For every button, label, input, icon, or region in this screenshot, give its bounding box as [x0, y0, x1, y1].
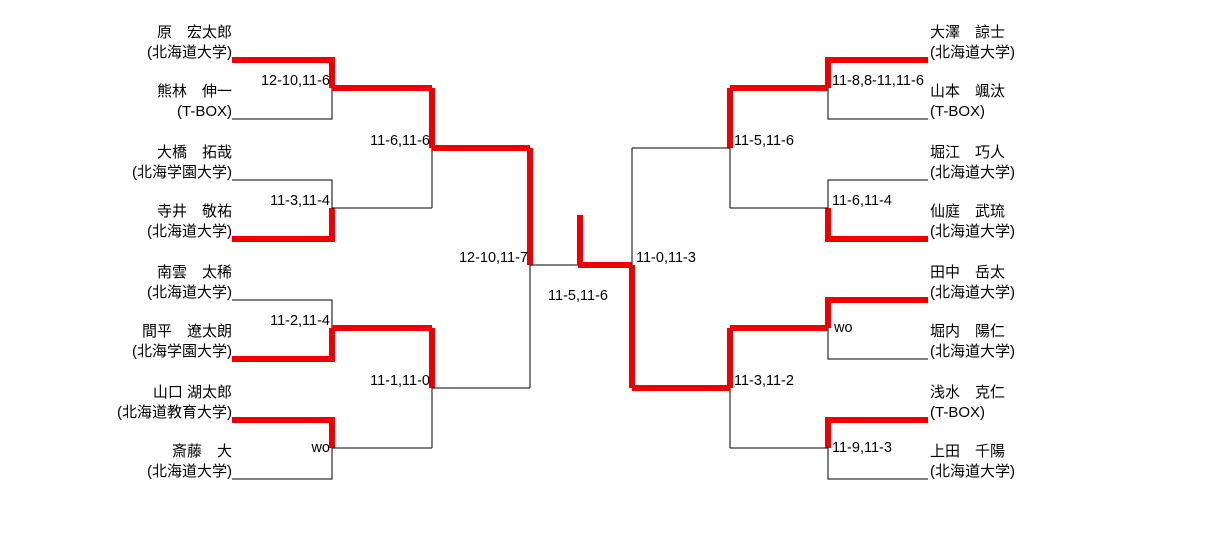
score-l-r1m1: 12-10,11-6 [260, 73, 330, 89]
player-right-4: 仙庭 武琉 (北海道大学) [930, 202, 1015, 242]
line-r-r1m1-upper-winner [825, 57, 928, 88]
score-r-r1m1: 11-8,8-11,11-6 [832, 73, 924, 89]
score-l-r1m3: 11-2,11-4 [270, 313, 330, 329]
player-right-1: 大澤 諒士 (北海道大学) [930, 23, 1015, 63]
player-affiliation: (北海学園大学) [132, 343, 232, 360]
player-left-5: 南雲 太稀 (北海道大学) [0, 263, 232, 303]
player-affiliation: (北海道大学) [930, 463, 1015, 480]
line-l-r1m4-upper-winner [232, 417, 335, 448]
player-right-5: 田中 岳太 (北海道大学) [930, 263, 1015, 303]
player-affiliation: (北海道大学) [147, 284, 232, 301]
player-affiliation: (北海道大学) [147, 463, 232, 480]
player-affiliation: (北海学園大学) [132, 164, 232, 181]
player-affiliation: (T-BOX) [177, 103, 232, 120]
player-name: 堀内 陽仁 [930, 323, 1006, 340]
player-name: 原 宏太郎 [156, 24, 232, 41]
player-affiliation: (北海道大学) [930, 284, 1015, 301]
player-affiliation: (北海道教育大学) [117, 404, 232, 421]
player-right-6: 堀内 陽仁 (北海道大学) [930, 322, 1015, 362]
score-l-r1m4-walkover: wo [311, 440, 330, 456]
line-r-r1m4-lower [827, 448, 928, 480]
player-name: 上田 千陽 [930, 443, 1006, 460]
score-l-r3m1: 12-10,11-7 [458, 250, 528, 266]
player-name: 熊林 伸一 [156, 83, 232, 100]
player-affiliation: (T-BOX) [930, 404, 985, 421]
player-affiliation: (北海道大学) [147, 223, 232, 240]
line-l-r1m4-lower [232, 448, 333, 480]
score-l-r2m2: 11-1,11-0 [370, 373, 430, 389]
player-left-1: 原 宏太郎 (北海道大学) [0, 23, 232, 63]
score-l-r2m1: 11-6,11-6 [370, 133, 430, 149]
player-affiliation: (北海道大学) [930, 164, 1015, 181]
player-affiliation: (北海道大学) [930, 223, 1015, 240]
line-r-r1m3-lower [827, 328, 928, 360]
player-affiliation: (T-BOX) [930, 103, 985, 120]
player-name: 間平 遼太朗 [141, 323, 232, 340]
player-affiliation: (北海道大学) [930, 44, 1015, 61]
line-l-r1m3-lower-winner [232, 328, 335, 362]
player-affiliation: (北海道大学) [147, 44, 232, 61]
player-right-3: 堀江 巧人 (北海道大学) [930, 143, 1015, 183]
line-r-r1m2-upper [827, 179, 928, 208]
player-left-6: 間平 遼太朗 (北海学園大学) [0, 322, 232, 362]
score-final: 11-5,11-6 [548, 288, 608, 304]
player-name: 大澤 諒士 [930, 24, 1006, 41]
player-name: 山口 湖太郎 [152, 384, 232, 401]
player-left-2: 熊林 伸一 (T-BOX) [0, 82, 232, 122]
score-r-r2m2: 11-3,11-2 [734, 373, 794, 389]
line-r-r1m4-upper-winner [825, 417, 928, 448]
player-affiliation: (北海道大学) [930, 343, 1015, 360]
player-left-4: 寺井 敬祐 (北海道大学) [0, 202, 232, 242]
line-l-r1m1-lower [232, 88, 333, 120]
player-right-7: 浅水 克仁 (T-BOX) [930, 383, 1005, 423]
player-left-3: 大橋 拓哉 (北海学園大学) [0, 143, 232, 183]
player-name: 南雲 太稀 [156, 264, 232, 281]
player-name: 寺井 敬祐 [156, 203, 232, 220]
player-left-7: 山口 湖太郎 (北海道教育大学) [0, 383, 232, 423]
line-l-r1m2-upper [232, 179, 333, 208]
player-name: 仙庭 武琉 [930, 203, 1006, 220]
score-l-r1m2: 11-3,11-4 [270, 193, 330, 209]
player-name: 山本 颯汰 [930, 83, 1006, 100]
line-r-r1m1-lower [827, 88, 928, 120]
player-name: 田中 岳太 [930, 264, 1006, 281]
player-name: 大橋 拓哉 [156, 144, 232, 161]
player-name: 斎藤 大 [171, 443, 232, 460]
score-r-r3m1: 11-0,11-3 [636, 250, 696, 266]
score-r-r1m2: 11-6,11-4 [832, 193, 892, 209]
player-right-8: 上田 千陽 (北海道大学) [930, 442, 1015, 482]
player-name: 堀江 巧人 [930, 144, 1006, 161]
line-l-r1m1-upper-winner [232, 57, 335, 88]
player-left-8: 斎藤 大 (北海道大学) [0, 442, 232, 482]
score-r-r2m1: 11-5,11-6 [734, 133, 794, 149]
score-r-r1m4: 11-9,11-3 [832, 440, 892, 456]
score-r-r1m3-walkover: wo [834, 320, 853, 336]
line-r-r1m2-lower-winner [825, 208, 928, 242]
player-right-2: 山本 颯汰 (T-BOX) [930, 82, 1005, 122]
line-l-r1m3-upper [232, 299, 333, 328]
line-r-r1m3-upper-winner [825, 297, 928, 328]
line-l-r1m2-lower-winner [232, 208, 335, 242]
player-name: 浅水 克仁 [930, 384, 1006, 401]
